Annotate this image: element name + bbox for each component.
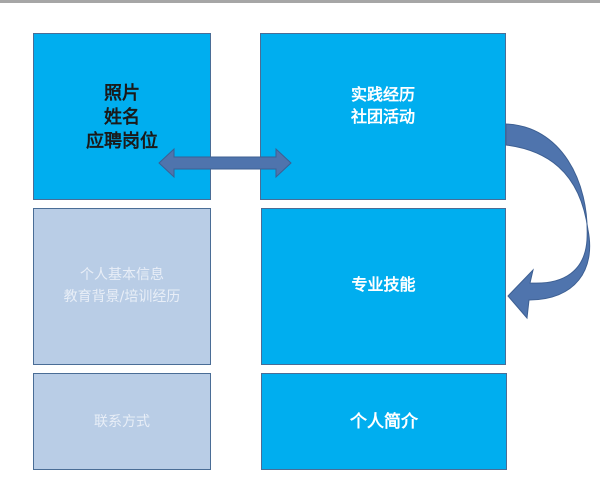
personal-intro-box: 个人简介 [261, 373, 507, 470]
box-text: 联系方式 [94, 413, 150, 430]
box-text: 照片 [104, 83, 140, 104]
top-border [0, 0, 600, 3]
box-text: 专业技能 [351, 275, 416, 294]
box-text: 教育背景/培训经历 [63, 289, 181, 305]
contact-box: 联系方式 [33, 373, 211, 470]
curved-arrow-icon [505, 123, 591, 320]
practice-activities-box: 实践经历 社团活动 [260, 33, 506, 200]
photo-name-position-box: 照片 姓名 应聘岗位 [33, 33, 211, 200]
box-text: 个人简介 [350, 411, 418, 432]
basic-info-education-box: 个人基本信息 教育背景/培训经历 [33, 208, 211, 365]
box-text: 实践经历 [350, 85, 415, 104]
box-text: 应聘岗位 [86, 131, 158, 152]
professional-skills-box: 专业技能 [261, 208, 506, 365]
box-text: 姓名 [104, 107, 140, 128]
box-text: 个人基本信息 [80, 267, 164, 283]
double-arrow-icon [158, 147, 292, 179]
box-text: 社团活动 [350, 107, 415, 126]
